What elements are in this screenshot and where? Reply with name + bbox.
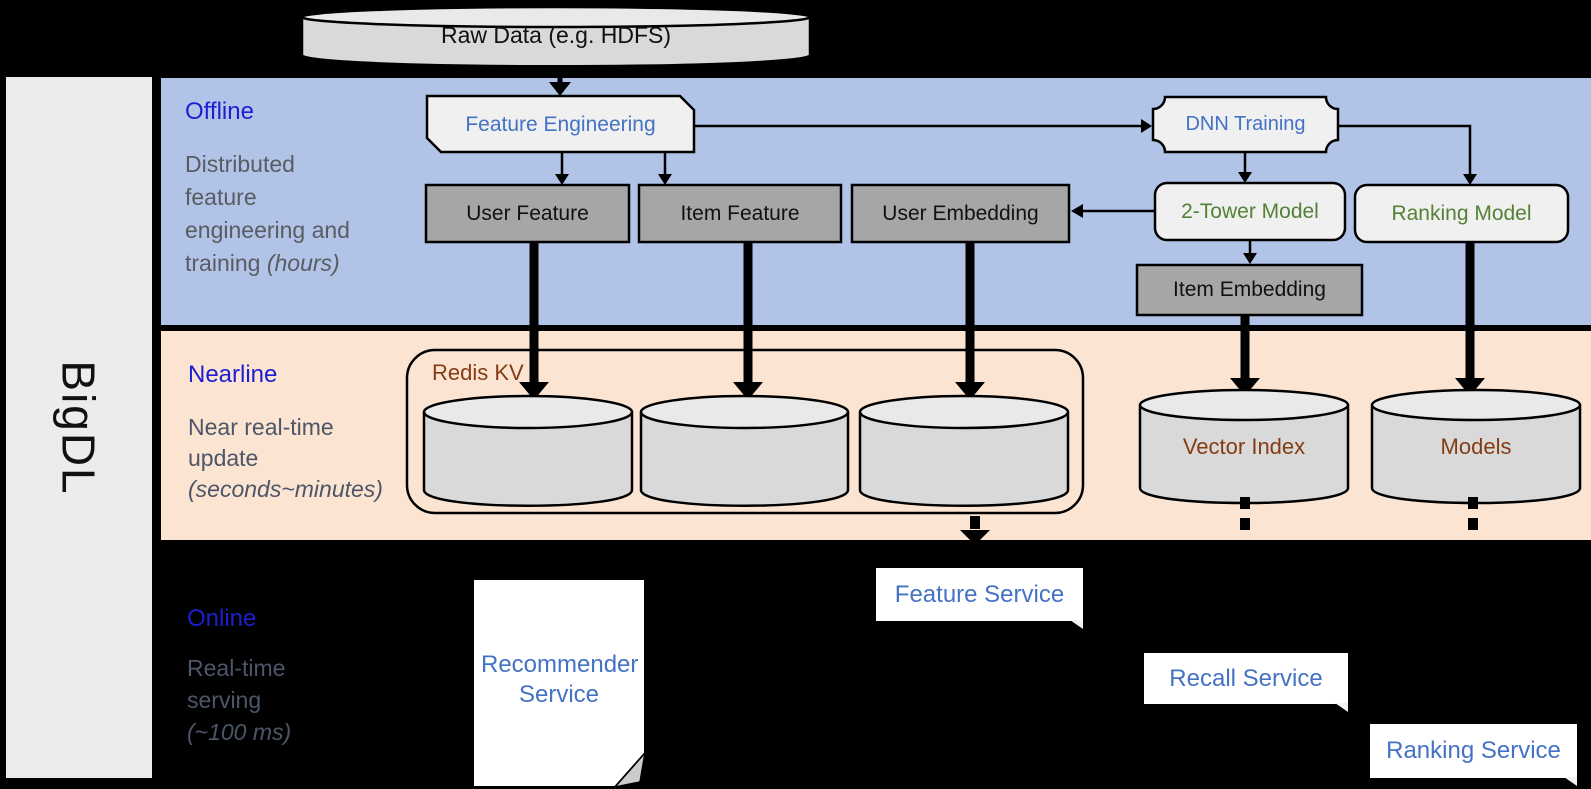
online-lane-subtitle: Real-time serving (~100 ms) <box>187 655 292 745</box>
dashed-feed-vectorindex-to-recallservice <box>1240 497 1250 530</box>
arrow-dnn-to-2tower <box>1238 152 1252 183</box>
raw-data-label: Raw Data (e.g. HDFS) <box>440 22 672 48</box>
item-embedding-box <box>1135 263 1364 317</box>
feature-service-box: Feature Service <box>876 568 1083 629</box>
ranking-model-label: Ranking Model <box>1391 202 1532 225</box>
arrow-dnn-to-rankingmodel <box>1338 124 1477 185</box>
redis-cylinder-2 <box>639 394 850 507</box>
recommender-service-label: Recommender Service <box>481 651 639 708</box>
user-embedding-label: User Embedding <box>882 202 1039 225</box>
models-cylinder <box>1370 388 1582 505</box>
nearline-lane-title: Nearline <box>188 361 278 388</box>
user-embedding-box <box>850 183 1071 244</box>
dnn-training-shape <box>1151 95 1340 154</box>
arrow-fe-to-dnn <box>694 119 1152 133</box>
feed-userfeature-to-redis <box>519 242 549 400</box>
redis-cylinder-3 <box>858 394 1070 507</box>
feature-service-label: Feature Service <box>894 580 1065 608</box>
ranking-service-box: Ranking Service <box>1370 724 1577 786</box>
item-feature-label: Item Feature <box>680 202 800 225</box>
online-lane-title: Online <box>187 605 257 632</box>
feature-engineering-shape <box>425 94 696 154</box>
models-label: Models <box>1440 434 1512 459</box>
item-feature-box <box>637 183 843 244</box>
feature-engineering-label: Feature Engineering <box>465 113 656 136</box>
item-embedding-label: Item Embedding <box>1173 278 1326 301</box>
arrow-rawdata-to-fe <box>549 65 571 96</box>
arrow-fe-to-userfeature <box>555 152 569 185</box>
ranking-service-label: Ranking Service <box>1386 737 1561 764</box>
dashed-feed-models-to-rankingservice <box>1468 497 1478 530</box>
offline-lane-subtitle: Distributed feature engineering and trai… <box>185 151 350 276</box>
raw-data-cylinder <box>300 5 812 68</box>
arrow-fe-to-itemfeature <box>658 152 672 185</box>
feed-itemfeature-to-redis <box>733 242 763 400</box>
feed-rankingmodel-to-models <box>1455 242 1485 396</box>
recall-service-box: Recall Service <box>1144 653 1348 712</box>
feed-itemembedding-to-vectorindex <box>1230 315 1260 396</box>
nearline-lane-subtitle: Near real-time update (seconds~minutes) <box>188 414 383 502</box>
feed-userembedding-to-redis <box>955 242 985 400</box>
vector-index-cylinder <box>1138 388 1350 505</box>
recommender-service-document <box>472 578 647 789</box>
recall-service-label: Recall Service <box>1169 664 1323 692</box>
arrow-2tower-to-userembedding <box>1071 204 1155 218</box>
redis-cylinder-1 <box>422 394 634 507</box>
bigdl-sidebar: BigDL <box>6 77 152 778</box>
redis-kv-label: Redis KV <box>432 360 524 385</box>
offline-lane-title: Offline <box>185 98 254 125</box>
vector-index-label: Vector Index <box>1182 434 1306 459</box>
dnn-training-label: DNN Training <box>1185 113 1306 135</box>
dashed-feed-redis-to-featureservice <box>960 516 990 545</box>
user-feature-box <box>424 183 631 244</box>
arrow-2tower-to-itemembedding <box>1243 240 1257 264</box>
ranking-model-box <box>1353 183 1570 244</box>
user-feature-label: User Feature <box>466 202 589 225</box>
two-tower-model-label: 2-Tower Model <box>1181 200 1319 223</box>
